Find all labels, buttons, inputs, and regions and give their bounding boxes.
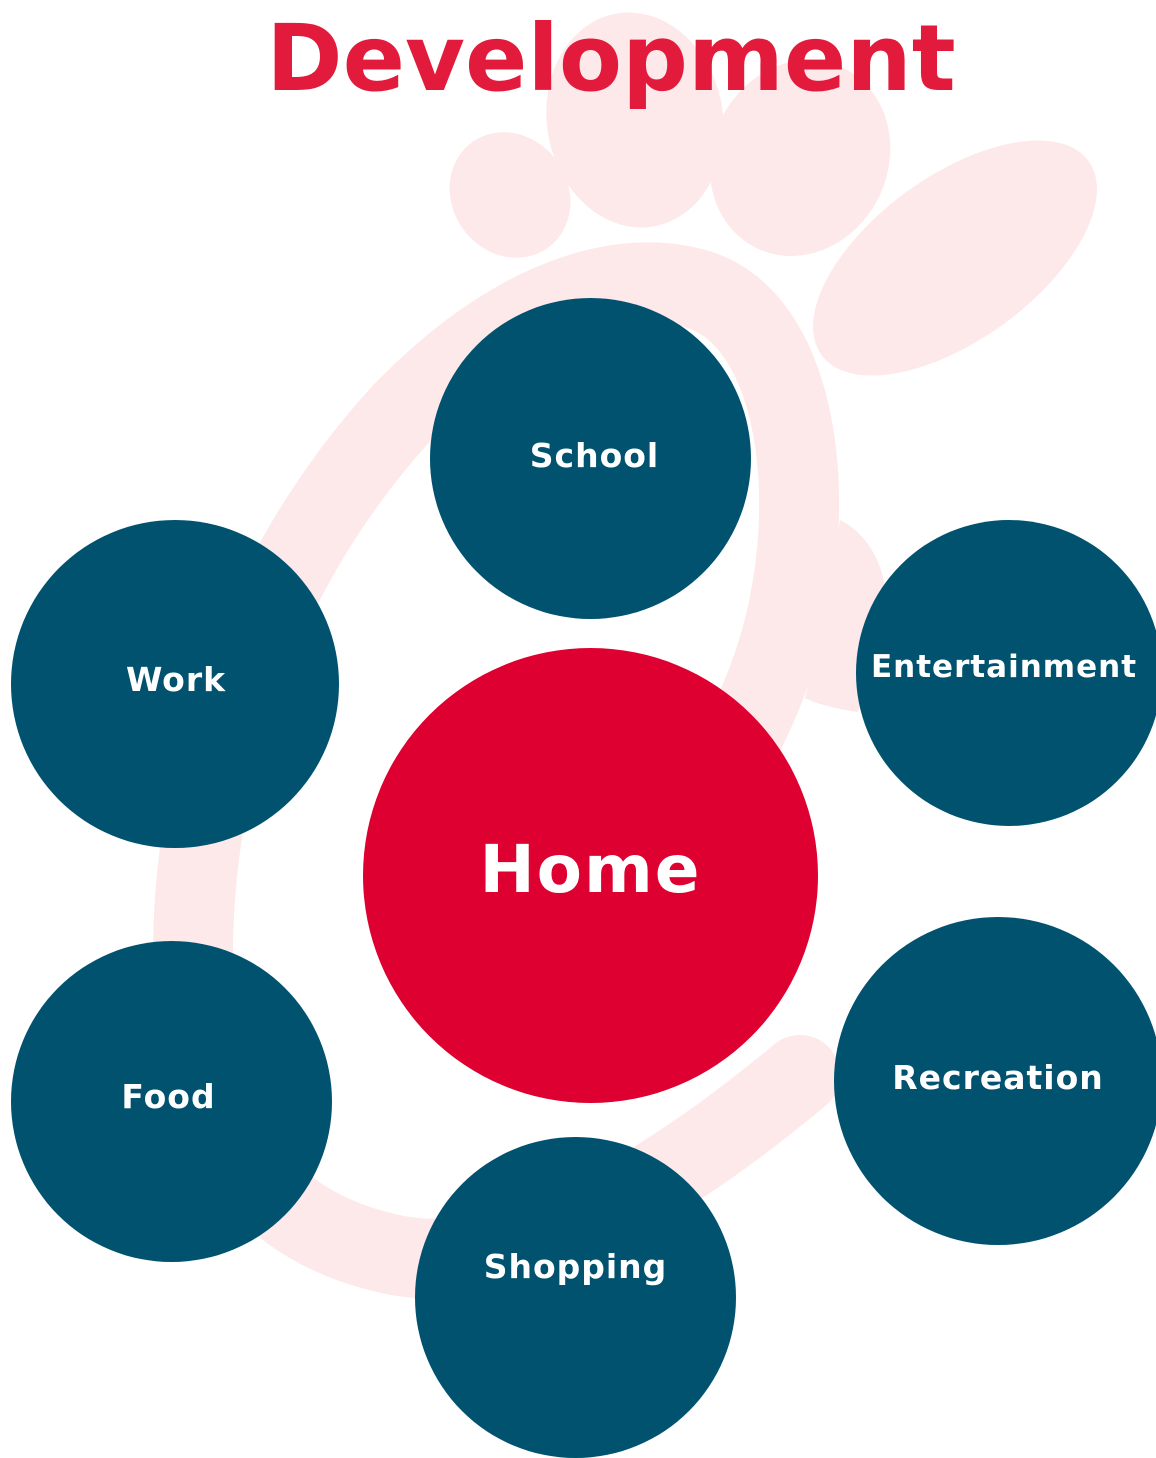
- watermark-toe-3: [709, 60, 891, 256]
- center-node-home: Home: [363, 648, 818, 1103]
- watermark-body-ring: [152, 242, 840, 1299]
- diagram-title: Development: [266, 5, 956, 112]
- watermark-toe-2: [546, 12, 724, 228]
- node-food: Food: [11, 941, 332, 1262]
- node-recreation: Recreation: [834, 917, 1156, 1245]
- node-shopping: Shopping: [415, 1137, 736, 1458]
- node-label-work: Work: [125, 659, 227, 699]
- node-label-school: School: [529, 436, 660, 475]
- watermark-toe-1: [449, 132, 571, 258]
- node-school: School: [430, 298, 751, 619]
- node-label-food: Food: [121, 1077, 216, 1116]
- center-node-label: Home: [479, 831, 702, 908]
- node-work: Work: [11, 520, 339, 848]
- node-label-entertainment: Entertainment: [870, 649, 1138, 685]
- node-label-shopping: Shopping: [483, 1247, 668, 1286]
- watermark-toe-4: [813, 140, 1097, 376]
- node-label-recreation: Recreation: [892, 1057, 1104, 1097]
- node-entertainment: Entertainment: [856, 520, 1156, 826]
